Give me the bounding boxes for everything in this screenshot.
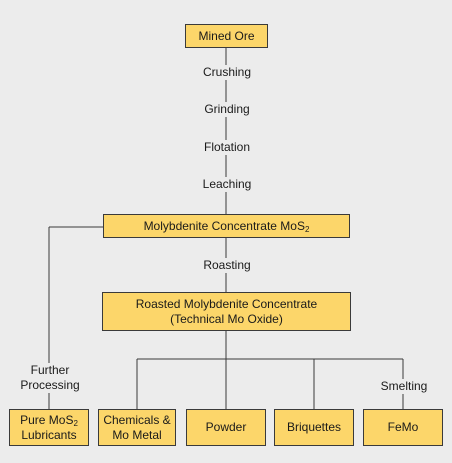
- node-chemicals-line2: Mo Metal: [112, 427, 162, 442]
- node-powder-label: Powder: [205, 420, 247, 434]
- node-mined-ore: Mined Ore: [185, 24, 268, 48]
- node-roasted-concentrate: Roasted Molybdenite Concentrate(Technica…: [102, 292, 351, 331]
- node-pure-line1: Pure MoS: [20, 412, 74, 427]
- node-mined-ore-label: Mined Ore: [198, 28, 255, 43]
- step-further-line1: Further: [30, 363, 70, 377]
- node-powder: Powder: [186, 409, 266, 446]
- node-femo: FeMo: [363, 409, 443, 446]
- node-pure-line2: Lubricants: [21, 427, 77, 442]
- node-concentrate-text: Molybdenite Concentrate MoS: [143, 218, 305, 233]
- step-leaching: Leaching: [196, 177, 258, 192]
- node-roasted-label: Roasted Molybdenite Concentrate(Technica…: [136, 297, 317, 327]
- step-flotation: Flotation: [196, 140, 258, 155]
- node-roasted-line2: (Technical Mo Oxide): [170, 311, 283, 326]
- step-further-processing: Further Processing: [14, 363, 86, 393]
- step-crushing: Crushing: [196, 65, 258, 80]
- node-briquettes-label: Briquettes: [286, 420, 342, 434]
- node-roasted-line1: Roasted Molybdenite Concentrate: [135, 296, 318, 311]
- node-chemicals: Chemicals &Mo Metal: [98, 409, 176, 446]
- node-femo-label: FeMo: [387, 420, 419, 434]
- node-chemicals-line1: Chemicals &: [103, 412, 171, 427]
- node-molybdenite-concentrate: Molybdenite Concentrate MoS2: [103, 214, 350, 238]
- node-chemicals-label: Chemicals &Mo Metal: [103, 413, 170, 443]
- step-grinding: Grinding: [196, 102, 258, 117]
- node-briquettes: Briquettes: [274, 409, 354, 446]
- step-further-line2: Processing: [20, 378, 80, 392]
- node-concentrate-label: Molybdenite Concentrate MoS2: [144, 219, 310, 234]
- step-roasting: Roasting: [196, 258, 258, 273]
- step-smelting: Smelting: [373, 379, 435, 394]
- node-concentrate-subscript: 2: [304, 224, 310, 234]
- node-pure-subscript: 2: [73, 418, 78, 428]
